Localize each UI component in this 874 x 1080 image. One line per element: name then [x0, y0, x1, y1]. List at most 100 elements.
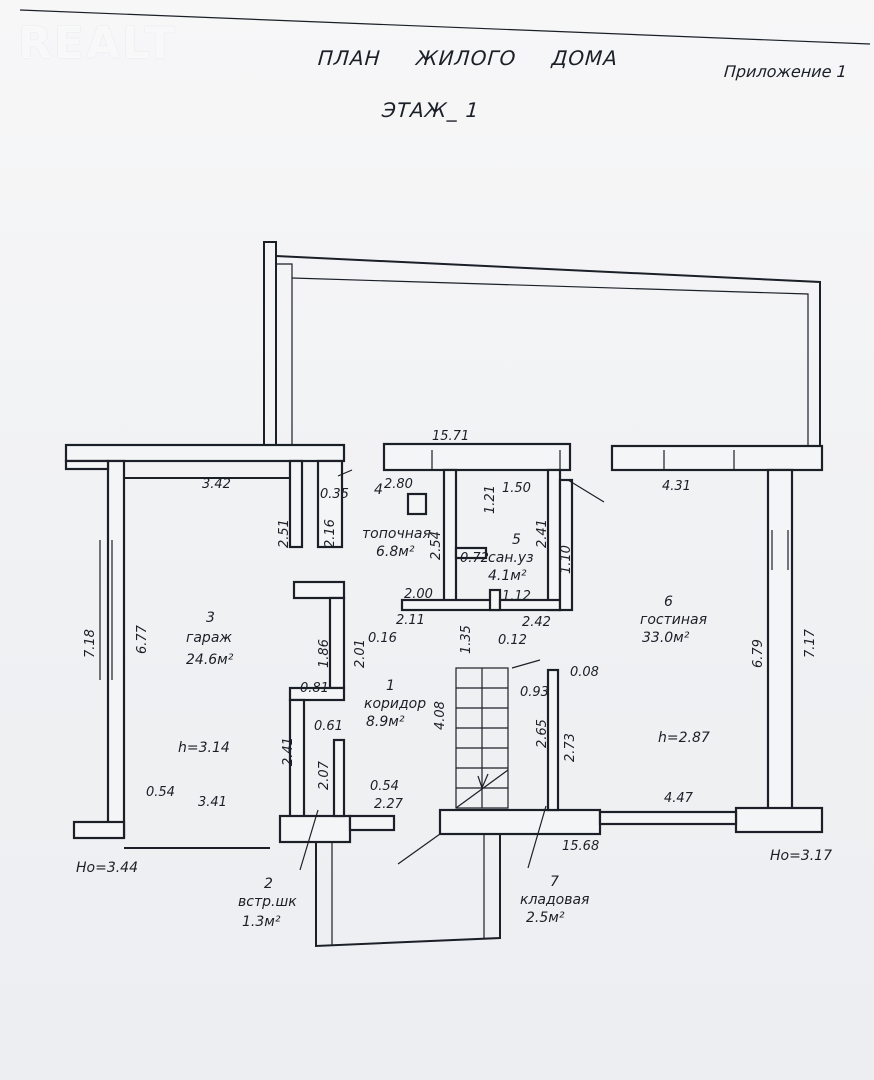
storage-door	[511, 659, 541, 669]
dim-label: 2.73	[563, 733, 578, 762]
stair-treads	[456, 668, 508, 808]
terrace-outline	[275, 255, 821, 448]
dim-label: 2.27	[374, 797, 404, 812]
dim-label: 4.31	[662, 479, 691, 494]
dim-label: 2.65	[535, 719, 550, 748]
dim-label: 7.18	[83, 629, 98, 658]
dim-label: 2.01	[353, 639, 368, 668]
dim-label: 0.54	[370, 779, 399, 794]
dim-label: 0.08	[570, 665, 599, 680]
room-2-number: 2	[264, 876, 273, 892]
wall-top-middle	[382, 442, 572, 472]
wall-top-left	[64, 443, 346, 463]
room-6-area: 33.0м²	[642, 630, 690, 646]
entrance-door	[397, 833, 441, 865]
dim-label: 1.86	[317, 639, 332, 668]
room-6-number: 6	[664, 594, 673, 610]
room-3-number: 3	[206, 610, 215, 626]
room-3-area: 24.6м²	[186, 652, 234, 668]
realt-watermark: REALT	[18, 18, 177, 69]
wall-right	[766, 468, 794, 812]
dim-label: 1.12	[502, 589, 531, 604]
dim-label: 0.12	[498, 633, 527, 648]
wall-bottom-left	[72, 820, 126, 840]
wall-garage-stub	[288, 459, 304, 549]
garage-height: h=3.14	[178, 740, 230, 756]
wall-bottom-window	[598, 810, 738, 826]
dim-label: 2.42	[522, 615, 551, 630]
wall-corridor-b	[288, 686, 346, 702]
window-living-top	[663, 450, 735, 470]
dim-label: 3.41	[198, 795, 227, 810]
dim-label: 0.35	[320, 487, 349, 502]
dim-label: 7.17	[803, 628, 818, 658]
wall-bottom-right	[734, 806, 824, 834]
dim-label: 1.35	[459, 625, 474, 654]
base-height-right: Ho=3.17	[770, 848, 832, 864]
room-5-area: 4.1м²	[488, 568, 527, 584]
window-living-right	[771, 530, 789, 570]
wall-corridor-top	[292, 580, 346, 600]
wall-corridor-a	[328, 596, 346, 690]
dim-label: 0.54	[146, 785, 175, 800]
room-7-number: 7	[550, 874, 559, 890]
dim-label: 2.80	[384, 477, 413, 492]
room-2-name: встр.шк	[238, 894, 297, 910]
dim-label: 4.08	[433, 701, 448, 730]
wall-bottom-middle	[438, 808, 602, 836]
dim-label: 2.51	[277, 519, 292, 548]
dim-label: 2.00	[404, 587, 433, 602]
entrance-inner	[331, 834, 485, 946]
room-6-name: гостиная	[640, 612, 707, 628]
window-top	[431, 450, 561, 470]
dim-label: 2.41	[535, 519, 550, 548]
base-height-left: Ho=3.44	[76, 860, 138, 876]
room-1-area: 8.9м²	[366, 714, 405, 730]
wall-boiler-right	[442, 468, 458, 606]
living-door	[567, 479, 605, 503]
dim-label: 3.42	[202, 477, 231, 492]
room-2-area: 1.3м²	[242, 914, 281, 930]
dim-label: 2.07	[317, 760, 332, 790]
room-3-name: гараж	[186, 630, 232, 646]
dim-label: 0.61	[314, 719, 343, 734]
dim-label: 2.11	[396, 613, 425, 628]
terrace-inner2	[291, 277, 809, 448]
room-7-area: 2.5м²	[526, 910, 565, 926]
entrance-porch	[315, 834, 501, 948]
dim-label: 0.81	[300, 681, 329, 696]
dim-label: 2.16	[323, 519, 338, 548]
dim-label: 1.50	[502, 481, 531, 496]
boiler-leader	[337, 469, 353, 477]
dim-label: 0.72	[460, 551, 489, 566]
wall-bath-inner	[454, 546, 488, 560]
dim-label: 15.71	[432, 429, 469, 444]
room-4-name: топочная	[362, 526, 431, 542]
dim-label: 1.21	[483, 485, 498, 514]
dim-label: 2.54	[429, 531, 444, 560]
wall-closet-right	[332, 738, 346, 818]
terrace-wall-left	[263, 241, 277, 444]
stair-arrow	[455, 769, 509, 809]
boiler-unit	[406, 492, 428, 516]
wall-bath-stub	[488, 588, 502, 612]
dim-label: 6.77	[135, 624, 150, 654]
closet-leader	[299, 809, 319, 871]
dim-label: 1.10	[559, 545, 574, 574]
dim-label: 4.47	[664, 791, 694, 806]
living-height: h=2.87	[658, 730, 710, 746]
room-4-area: 6.8м²	[376, 544, 415, 560]
dim-label: 0.93	[520, 685, 549, 700]
wall-storage	[546, 668, 560, 812]
storage-leader	[527, 805, 547, 869]
dim-label: 6.79	[751, 639, 766, 668]
room-1-number: 1	[386, 678, 395, 694]
room-1-name: коридор	[364, 696, 426, 712]
dim-label: 2.41	[281, 737, 296, 766]
window-garage	[99, 540, 113, 680]
wall-cap	[64, 459, 110, 471]
room-5-name: сан.уз	[488, 550, 534, 566]
wall-garage-left	[106, 459, 126, 839]
room-7-name: кладовая	[520, 892, 589, 908]
